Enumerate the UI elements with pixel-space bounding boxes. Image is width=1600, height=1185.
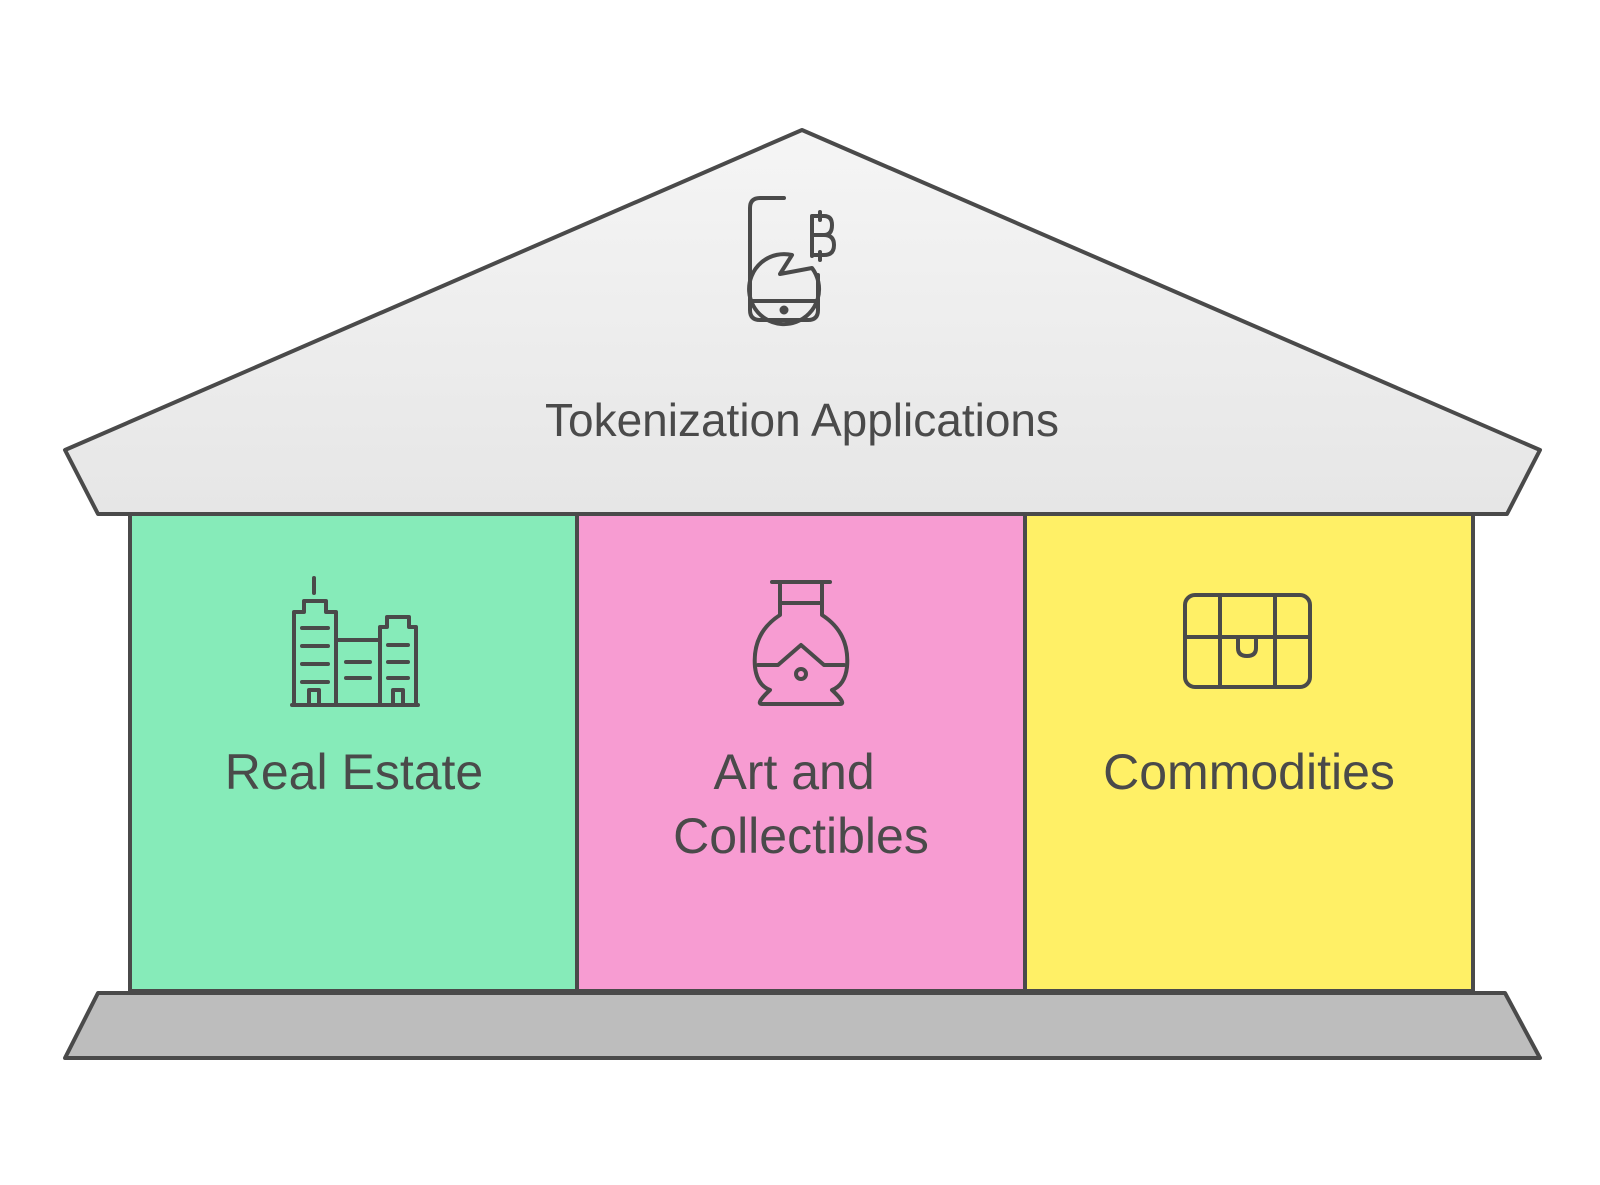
pillar-label-art-collectibles: Art and Collectibles (673, 744, 929, 864)
treasure-chest-icon (1183, 593, 1312, 689)
pillar-label-commodities: Commodities (1103, 744, 1395, 800)
pillar-real-estate (128, 512, 579, 993)
base-platform (63, 991, 1542, 1060)
diagram-title: Tokenization Applications (545, 394, 1059, 446)
pillar-art-collectibles (575, 512, 1027, 993)
bitcoin-phone-icon (747, 196, 836, 327)
pillar-label-line: Commodities (1103, 744, 1395, 800)
pillar-label-real-estate: Real Estate (225, 744, 483, 800)
pillar-label-line: Art and (713, 744, 874, 800)
pillar-label-line: Collectibles (673, 808, 929, 864)
vase-icon (752, 580, 850, 706)
buildings-icon (290, 576, 420, 707)
pillar-label-line: Real Estate (225, 744, 483, 800)
